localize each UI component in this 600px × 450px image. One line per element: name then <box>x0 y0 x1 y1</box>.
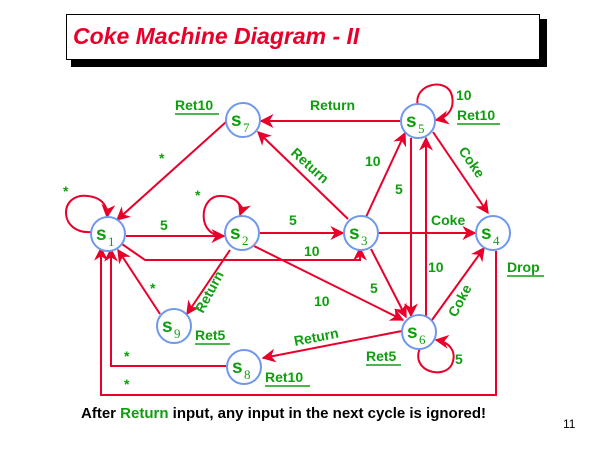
edge-s3-s7 <box>256 131 349 220</box>
output-s6: Ret5 <box>366 348 401 366</box>
label-s7-s1: * <box>159 150 165 166</box>
svg-text:1: 1 <box>108 234 115 249</box>
edge-s4-s1 <box>94 246 497 396</box>
svg-text:s: s <box>96 224 107 245</box>
slide-title: Coke Machine Diagram - II <box>73 23 360 49</box>
label-s3-s5: 10 <box>365 153 381 169</box>
label-s8-s1: * <box>124 348 130 364</box>
footer-before: After <box>81 405 121 422</box>
label-s6-s5: 10 <box>428 259 444 275</box>
edge-s5-s4 <box>432 131 489 215</box>
title-box: Coke Machine Diagram - II <box>66 14 540 60</box>
label-s5-s7: Return <box>310 97 355 113</box>
page-number: 11 <box>563 417 576 431</box>
svg-text:4: 4 <box>493 233 500 248</box>
edge-s6-s8 <box>261 330 403 363</box>
state-s9: s 9 <box>156 308 192 344</box>
edge-s3-s6 <box>370 248 407 319</box>
output-s9: Ret5 <box>195 327 230 345</box>
edge-s6-s4 <box>431 246 485 321</box>
label-s3-s4: Coke <box>431 212 465 228</box>
label-s9-s1: * <box>150 280 156 296</box>
state-s6: s 6 <box>401 314 437 350</box>
footer-note: After Return input, any input in the nex… <box>81 405 486 422</box>
svg-text:s: s <box>406 111 417 132</box>
svg-text:3: 3 <box>361 233 368 248</box>
state-s3: s 3 <box>343 215 379 251</box>
output-s4: Drop <box>507 259 544 277</box>
edge-s2-s9 <box>186 249 231 316</box>
label-s2-s6: 10 <box>314 293 330 309</box>
svg-text:9: 9 <box>174 326 181 341</box>
svg-text:Drop: Drop <box>507 259 540 275</box>
output-s5: Ret10 <box>457 107 500 125</box>
edge-s8-s1 <box>104 247 226 367</box>
state-s4: s 4 <box>475 215 511 251</box>
label-s6-loop: 5 <box>455 351 463 367</box>
svg-text:Ret5: Ret5 <box>366 348 397 364</box>
label-s3-s6: 5 <box>370 280 378 296</box>
svg-text:8: 8 <box>244 367 251 382</box>
edge-s6-s6 <box>417 334 455 374</box>
svg-text:s: s <box>230 223 241 244</box>
svg-text:2: 2 <box>242 233 249 248</box>
edge-s1-s1 <box>65 194 116 234</box>
label-s1-s2: 5 <box>160 217 168 233</box>
svg-text:s: s <box>349 223 360 244</box>
footer-after: input, any input in the next cycle is ig… <box>168 405 487 422</box>
label-s5-s6: 5 <box>395 181 403 197</box>
state-s8: s 8 <box>226 349 262 385</box>
svg-text:5: 5 <box>418 121 425 136</box>
svg-text:Ret10: Ret10 <box>265 369 303 385</box>
edge-s3-s5 <box>365 131 407 218</box>
svg-text:s: s <box>162 316 173 337</box>
label-s5-s5: 10 <box>456 87 472 103</box>
label-s1-loop: * <box>63 183 69 199</box>
svg-text:6: 6 <box>419 332 426 347</box>
label-s5-s4: Coke <box>456 144 489 181</box>
svg-text:s: s <box>481 223 492 244</box>
edge-s9-s1 <box>117 248 161 315</box>
state-s1: s 1 <box>90 216 126 252</box>
svg-text:7: 7 <box>243 120 250 135</box>
svg-text:s: s <box>231 110 242 131</box>
svg-text:s: s <box>232 357 243 378</box>
svg-text:Ret10: Ret10 <box>457 107 495 123</box>
edge-s7-s1 <box>115 121 227 221</box>
state-s7: s 7 <box>225 102 261 138</box>
label-s3-s7: Return <box>288 144 332 186</box>
edge-s2-s6 <box>253 245 405 321</box>
output-s7: Ret10 <box>175 97 219 115</box>
label-s6-s4: Coke <box>445 281 475 319</box>
svg-text:Ret10: Ret10 <box>175 97 213 113</box>
edge-s1-s3 <box>121 243 367 261</box>
output-s8: Ret10 <box>265 369 310 387</box>
svg-text:Ret5: Ret5 <box>195 327 226 343</box>
edge-s5-s5 <box>416 83 454 125</box>
label-s2-loop: * <box>195 187 201 203</box>
svg-text:s: s <box>407 322 418 343</box>
edge-s2-s2 <box>202 194 251 238</box>
label-s4-s1: * <box>124 376 130 392</box>
label-s2-s3: 5 <box>289 212 297 228</box>
label-s2-s9: Return <box>192 268 227 315</box>
state-s5: s 5 <box>400 103 436 139</box>
state-s2: s 2 <box>224 215 260 251</box>
label-s1-s3: 10 <box>304 243 320 259</box>
footer-highlight: Return <box>120 405 169 422</box>
